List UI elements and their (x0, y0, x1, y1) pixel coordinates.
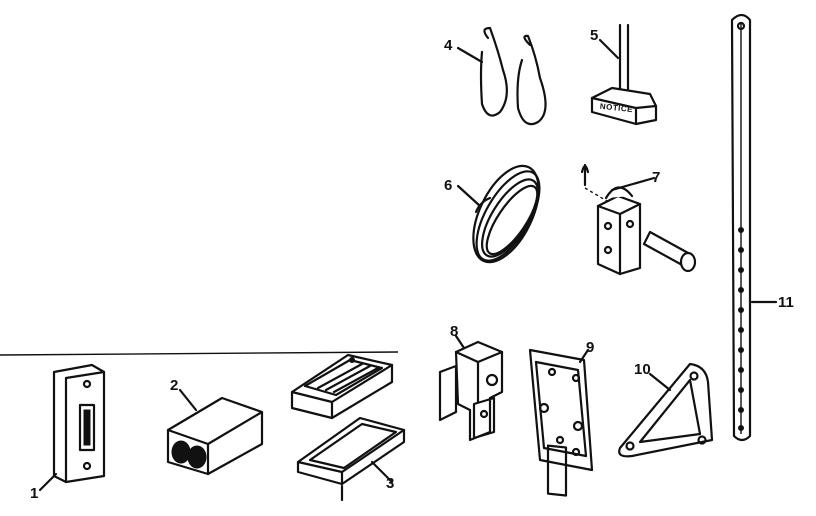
separator-line (0, 351, 399, 356)
part-2-label: 2 (170, 377, 178, 394)
part-1-push-button (38, 363, 106, 492)
part-4-label: 4 (444, 37, 453, 54)
part-9-label: 9 (586, 339, 594, 356)
part-8-label: 8 (450, 323, 458, 340)
part-4-hooks (456, 26, 547, 126)
part-10-triangle-bracket (618, 362, 714, 458)
part-2-battery (166, 388, 264, 476)
part-3-label: 3 (386, 475, 394, 492)
part-8-bracket (438, 334, 504, 442)
part-6-label: 6 (444, 177, 452, 194)
notice-tag-text: NOTICE (599, 102, 633, 114)
part-1-label: 1 (30, 485, 38, 502)
part-11-label: 11 (778, 294, 794, 311)
part-3-transmitter (290, 353, 406, 502)
part-11-strap (730, 13, 778, 442)
part-9-mounting-plate (528, 348, 594, 497)
part-7-label: 7 (652, 169, 660, 186)
part-5-notice-tag: NOTICE (590, 23, 658, 126)
part-7-door-bracket (580, 163, 697, 276)
part-10-label: 10 (634, 361, 651, 378)
part-5-label: 5 (590, 27, 598, 44)
part-6-rope-coil (456, 164, 541, 264)
